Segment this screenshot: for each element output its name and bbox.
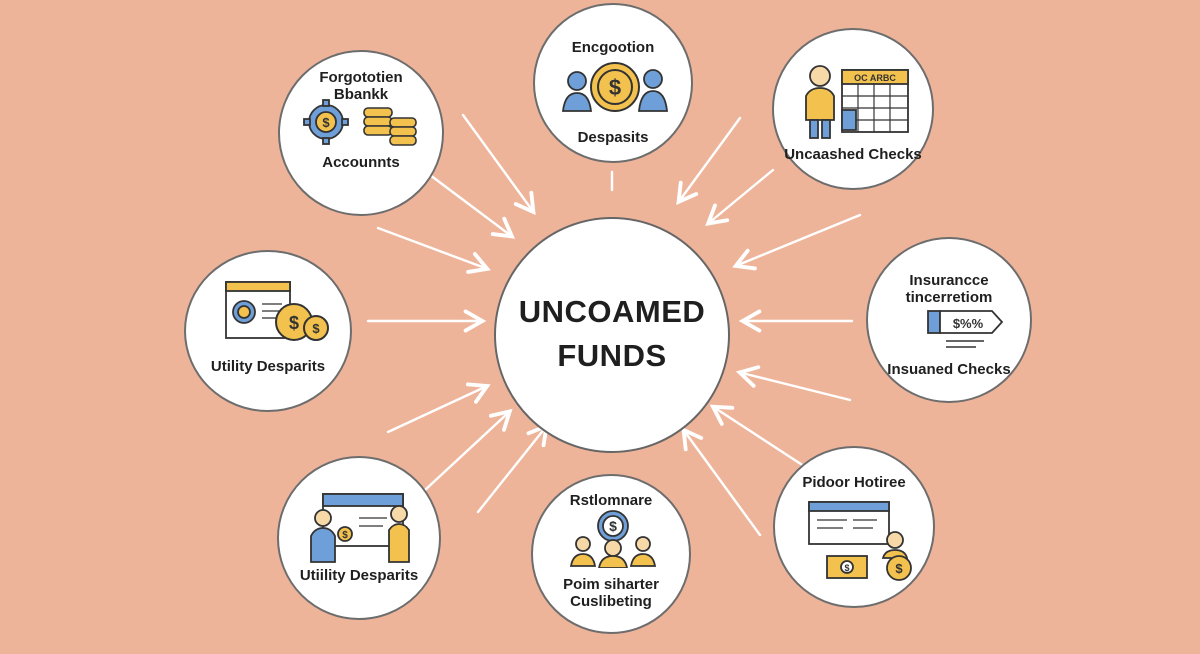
node-insurance: Insurancce tincerretiom $%% Insuaned Che… xyxy=(866,237,1032,403)
svg-text:$: $ xyxy=(895,561,903,576)
center-node: UNCOAMED FUNDS xyxy=(494,217,730,453)
svg-text:$: $ xyxy=(322,115,330,130)
arrow xyxy=(709,404,812,472)
node-bottom-line2: Cuslibeting xyxy=(570,593,652,610)
svg-text:$: $ xyxy=(844,563,849,573)
svg-text:$: $ xyxy=(312,321,320,336)
node-bottom-label: Utiility Desparits xyxy=(299,567,419,584)
arrow xyxy=(428,173,516,239)
node-title-line1: Forgototien xyxy=(319,69,403,86)
svg-text:$: $ xyxy=(609,518,617,534)
coin-stack-icon xyxy=(363,107,417,146)
arrow xyxy=(732,213,862,271)
node-title: Encgootion xyxy=(571,39,655,56)
arrow xyxy=(476,423,549,514)
gear-dollar-icon: $ xyxy=(303,99,417,146)
center-title-line2: FUNDS xyxy=(557,338,667,373)
calendar-badge-text: OC ARBC xyxy=(854,73,896,83)
node-utility-deposits-left: $ $ Utility Desparits xyxy=(184,250,352,412)
tag-text: $%% xyxy=(953,316,984,331)
node-deposits: Encgootion $ Despasits xyxy=(533,3,693,163)
arrow xyxy=(386,382,491,434)
node-payroll: Pidoor Hotiree $ $ xyxy=(773,446,935,608)
arrow xyxy=(461,113,536,216)
node-retirement: Rstlomnare $ Poim siharter Cuslibeting xyxy=(531,474,691,634)
person-coin-icon xyxy=(881,531,912,581)
node-title: Pidoor Hotiree xyxy=(802,474,906,491)
node-bottom-label: Uncaashed Checks xyxy=(784,146,922,163)
node-uncashed-checks: OC ARBC Uncaashed Checks xyxy=(772,28,934,190)
node-title: Rstlomnare xyxy=(569,492,653,509)
node-bottom-label: Utility Desparits xyxy=(210,358,326,375)
node-bottom-line1: Poim siharter xyxy=(563,576,659,593)
people-board-icon: $ xyxy=(310,493,410,563)
node-bottom-label: Insuaned Checks xyxy=(887,361,1011,378)
person-icon: OC ARBC xyxy=(805,65,909,139)
cash-bill-icon xyxy=(826,555,868,579)
people-icon: $ xyxy=(561,62,668,112)
group-dollar-icon: $ xyxy=(569,510,657,568)
arrow xyxy=(735,365,852,402)
document-gear-icon: $ $ xyxy=(225,281,329,341)
center-title-line1: UNCOAMED xyxy=(518,294,706,329)
node-bottom-label: Despasits xyxy=(577,129,649,146)
node-title-line2: tincerretiom xyxy=(905,289,993,306)
svg-text:$: $ xyxy=(342,530,348,541)
node-forgotten-bank-accounts: Forgototien Bbankk $ Accounnts xyxy=(278,50,444,216)
browser-window-icon: $ $ xyxy=(808,501,912,581)
node-title-line2: Bbankk xyxy=(333,86,389,103)
arrow xyxy=(681,426,762,537)
tag-icon: $%% xyxy=(927,310,1004,348)
arrow xyxy=(676,116,742,206)
arrow xyxy=(423,408,513,492)
arrow xyxy=(705,168,775,226)
dollar-coin-icon xyxy=(590,62,640,112)
svg-text:$: $ xyxy=(289,313,299,333)
arrow xyxy=(376,226,491,274)
node-utility-deposits-lower: $ Utiility Desparits xyxy=(277,456,441,620)
calendar-icon xyxy=(841,69,909,133)
node-bottom-label: Accounnts xyxy=(322,154,400,171)
dollar-coins-icon xyxy=(275,303,329,341)
svg-text:$: $ xyxy=(609,75,621,100)
node-title-line1: Insurancce xyxy=(909,272,989,289)
